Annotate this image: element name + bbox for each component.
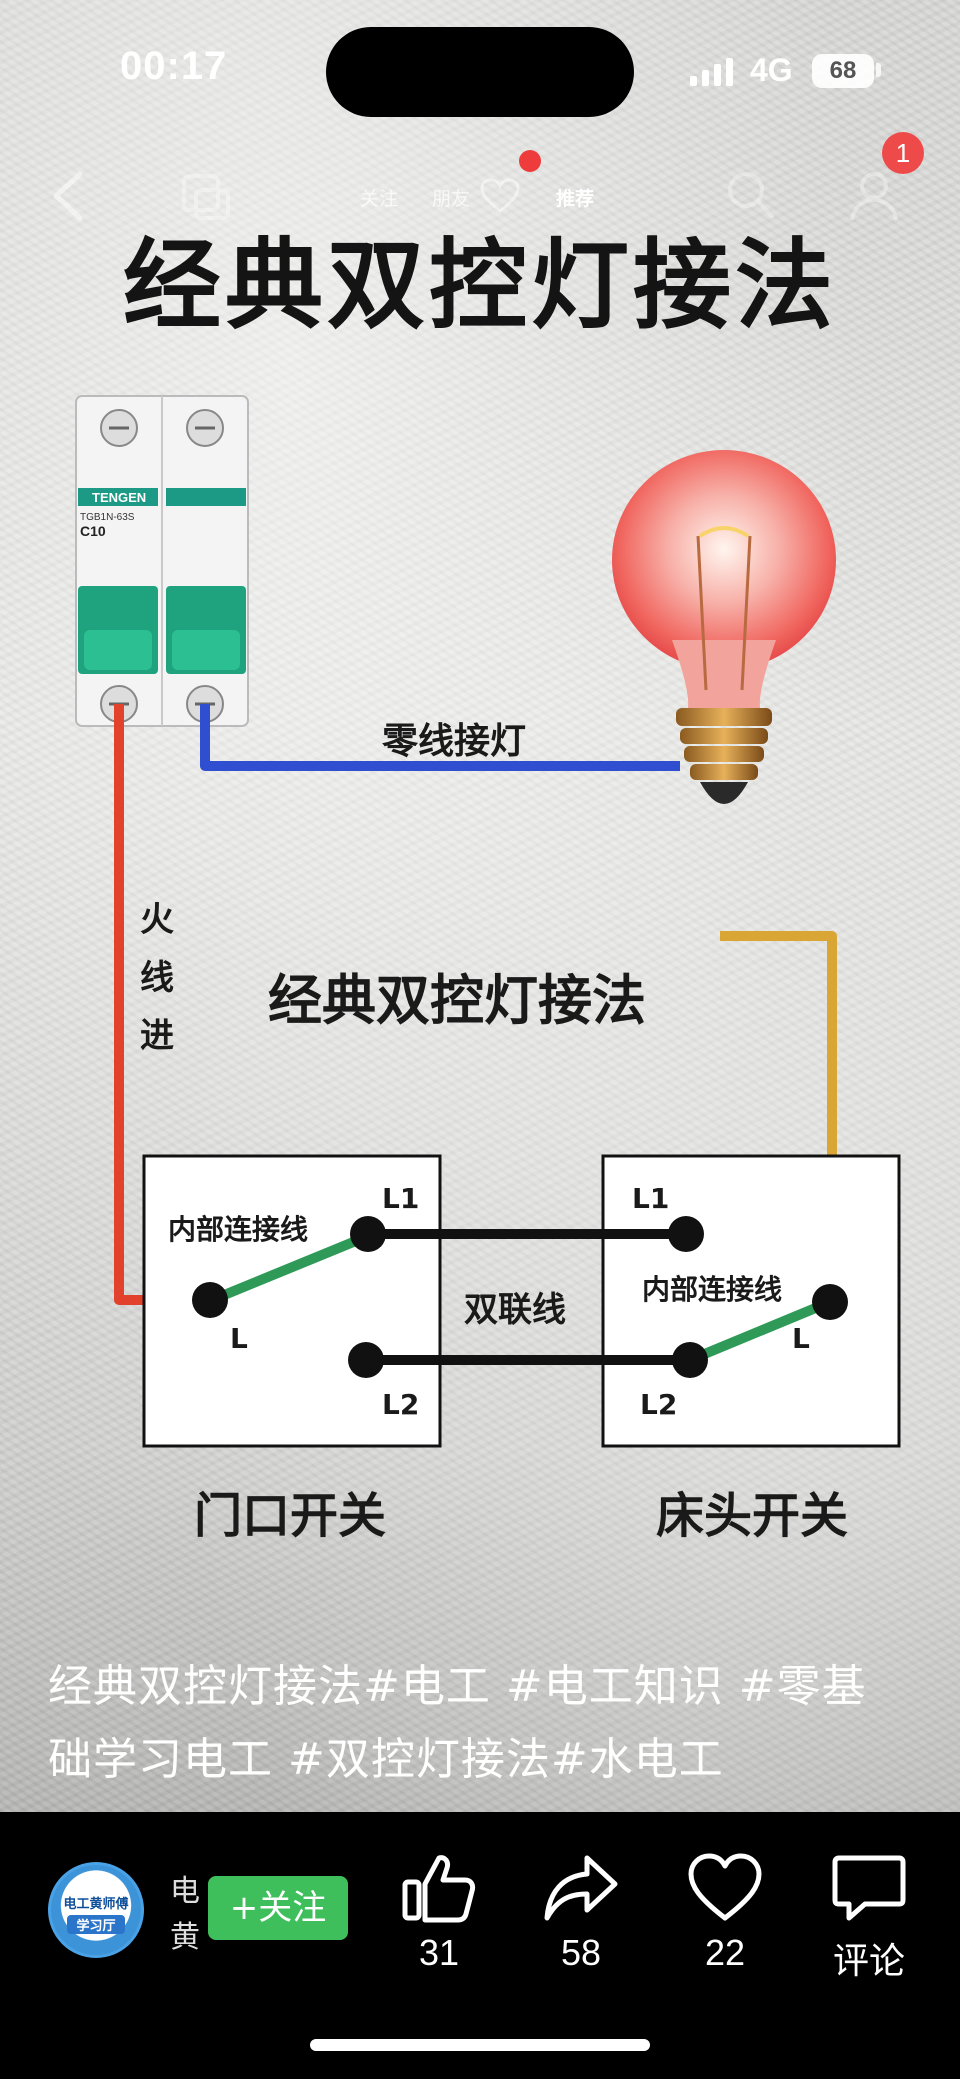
author-name-line-2[interactable]: 黄 — [170, 1920, 200, 1955]
avatar-text-2: 学习厅 — [67, 1915, 125, 1934]
bedside-switch-box — [601, 1154, 901, 1448]
like-button[interactable]: 31 — [384, 1852, 494, 1974]
tab-recommended[interactable]: 推荐 — [556, 188, 595, 210]
circuit-breaker: TENGEN TGB1N-63S C10 — [75, 395, 249, 727]
tab-following[interactable]: 关注 — [360, 188, 399, 210]
status-time: 00:17 — [120, 44, 228, 88]
bedside-switch-label: 床头开关 — [656, 1488, 849, 1544]
tab-friends[interactable]: 朋友 — [432, 188, 471, 210]
terminal-l2-left: L2 — [382, 1388, 420, 1421]
share-count: 58 — [560, 1932, 602, 1973]
post-caption[interactable]: 经典双控灯接法#电工 #电工知识 #零基 础学习电工 #双控灯接法#水电工 — [48, 1650, 928, 1796]
neutral-wire-label: 零线接灯 — [382, 721, 527, 762]
caption-line-2: 础学习电工 #双控灯接法#水电工 — [48, 1734, 724, 1785]
bottom-action-bar — [0, 1812, 960, 2079]
image-title: 经典双控灯接法 — [122, 229, 837, 343]
comment-button[interactable]: 评论 — [814, 1852, 924, 1984]
comment-label: 评论 — [832, 1940, 905, 1981]
terminal-l2-right: L2 — [640, 1388, 678, 1421]
diagram-center-title: 经典双控灯接法 — [268, 969, 646, 1032]
terminal-l-right: L — [792, 1322, 810, 1355]
breaker-rating: C10 — [80, 523, 106, 539]
follow-button[interactable]: +关注 — [208, 1876, 348, 1940]
live-wire-label-2: 线 — [140, 958, 174, 998]
thumbs-up-icon — [402, 1855, 476, 1923]
search-icon[interactable] — [724, 168, 776, 220]
light-bulb — [612, 450, 836, 804]
comment-bubble-icon — [832, 1855, 906, 1921]
home-indicator[interactable] — [310, 2039, 650, 2051]
battery-cap — [876, 63, 881, 77]
network-type: 4G — [750, 52, 793, 88]
signal-icon — [690, 58, 733, 86]
terminal-l1-right: L1 — [632, 1182, 670, 1215]
heart-icon — [688, 1853, 762, 1921]
wiring-diagram: TENGEN TGB1N-63S C10 — [75, 395, 901, 1448]
back-arrow-icon[interactable] — [48, 168, 88, 224]
internal-wire-label-right: 内部连接线 — [642, 1273, 783, 1306]
favorite-count: 22 — [704, 1932, 746, 1973]
caption-line-1: 经典双控灯接法#电工 #电工知识 #零基 — [48, 1661, 867, 1712]
share-button[interactable]: 58 — [526, 1852, 636, 1974]
breaker-brand: TENGEN — [92, 490, 146, 505]
like-count: 31 — [418, 1932, 460, 1973]
notification-badge: 1 — [882, 132, 924, 174]
post-image-background — [0, 0, 960, 1812]
live-wire-label-1: 火 — [140, 900, 174, 940]
avatar-text-1: 电工黄师傅 — [63, 1897, 129, 1912]
heart-outline-icon — [480, 178, 520, 213]
author-name-line-1[interactable]: 电 — [170, 1874, 200, 1909]
dynamic-island — [326, 27, 634, 117]
favorite-button[interactable]: 22 — [670, 1852, 780, 1974]
traveler-wire-label: 双联线 — [464, 1290, 566, 1330]
breaker-model: TGB1N-63S — [80, 512, 135, 523]
battery-indicator: 68 — [812, 54, 874, 88]
new-content-dot — [519, 150, 541, 172]
share-arrow-icon — [544, 1855, 618, 1921]
profile-icon[interactable] — [846, 168, 902, 224]
author-avatar[interactable]: 电工黄师傅 学习厅 — [48, 1862, 144, 1958]
terminal-l1-left: L1 — [382, 1182, 420, 1215]
live-wire-label-3: 进 — [140, 1016, 174, 1056]
door-switch-label: 门口开关 — [194, 1488, 387, 1544]
tv-icon[interactable] — [178, 168, 234, 224]
terminal-l-left: L — [230, 1322, 248, 1355]
internal-wire-label-left: 内部连接线 — [168, 1213, 309, 1246]
